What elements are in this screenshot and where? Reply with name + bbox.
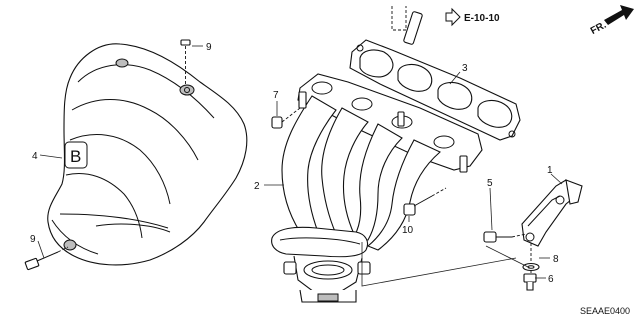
diagram-code: SEAAE0400 [580,306,630,316]
heat-shield-emblem: B [70,147,81,166]
bolt-10 [403,187,447,216]
front-direction-arrow-icon [604,5,634,25]
callout-8: 8 [553,254,559,265]
reference-label: E-10-10 [464,13,500,24]
front-direction-label: FR. [589,20,609,37]
reference-arrow-icon [445,7,461,27]
manifold-gasket [349,39,521,141]
manifold-stud [391,6,423,45]
callout-9-top: 9 [206,42,212,53]
nut-7 [271,107,301,129]
manifold-bracket [521,179,583,247]
heat-shield: B [47,43,248,266]
callout-9-bottom: 9 [30,234,36,245]
callout-5: 5 [487,178,493,189]
callout-6: 6 [548,274,554,285]
callout-7: 7 [273,90,279,101]
exhaust-manifold [271,73,483,303]
bolt-9-bottom [24,246,69,271]
callout-10: 10 [402,225,414,236]
callout-2: 2 [254,181,260,192]
bolt-6 [523,270,537,291]
callout-3: 3 [462,63,468,74]
bolt-5 [483,231,527,243]
callout-1: 1 [547,165,553,176]
callout-4: 4 [32,151,38,162]
bolt-9-top [180,39,191,84]
washer-8 [522,243,540,272]
